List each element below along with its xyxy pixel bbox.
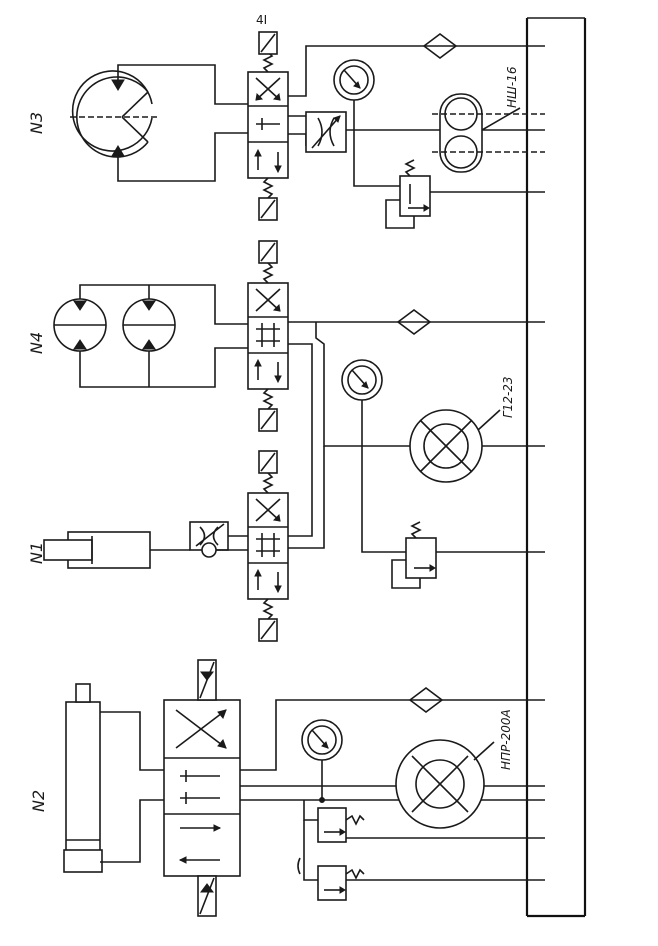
directional-valve-n3 xyxy=(247,31,289,221)
relief-valve-n2-lower xyxy=(297,820,545,901)
pump-npr200a xyxy=(395,739,495,829)
pump-g12-23 xyxy=(409,409,501,483)
circuit-n1-label: N1 xyxy=(27,542,46,564)
hydraulic-cylinder-n2 xyxy=(63,683,164,873)
pressure-gauge-n3 xyxy=(333,59,375,130)
relief-valve-n4 xyxy=(361,446,545,589)
directional-valve-n4 xyxy=(247,240,289,432)
directional-valve-n2 xyxy=(163,659,241,917)
circuit-n2-label: N2 xyxy=(29,790,48,812)
relief-valve-n3 xyxy=(353,130,545,229)
circuit-n1: N1 xyxy=(27,450,289,642)
rotary-actuator xyxy=(70,70,160,158)
throttle-valve-n3 xyxy=(305,111,347,153)
pump-nsh16-label: НШ-16 xyxy=(505,66,519,108)
valve-tag-label: 4I xyxy=(256,13,267,27)
hydraulic-cylinder-n1 xyxy=(43,531,190,569)
circuit-n2: НПР-200А N2 xyxy=(29,659,545,917)
hydraulic-motor-b xyxy=(122,298,176,352)
circuit-n4-label: N4 xyxy=(27,332,46,354)
filter-n4 xyxy=(396,309,545,335)
circuit-n3-label: N3 xyxy=(27,112,46,134)
filter-n2 xyxy=(408,687,545,713)
hydraulic-motor-a xyxy=(53,298,107,352)
pump-npr200a-label: НПР-200А xyxy=(499,709,513,770)
directional-valve-n1 xyxy=(247,450,289,642)
pressure-gauge-n4 xyxy=(341,359,383,446)
tank-frame xyxy=(525,17,587,918)
filter-n3 xyxy=(422,33,545,59)
pump-nsh16 xyxy=(432,93,545,173)
circuit-n4: Г12-23 N4 xyxy=(27,240,545,589)
relief-valve-n2-upper xyxy=(303,800,545,843)
pump-g12-23-label: Г12-23 xyxy=(501,376,515,418)
check-throttle-valve-n1 xyxy=(189,521,248,558)
pressure-gauge-n2 xyxy=(301,719,343,803)
circuit-n3: 4I xyxy=(27,13,545,229)
